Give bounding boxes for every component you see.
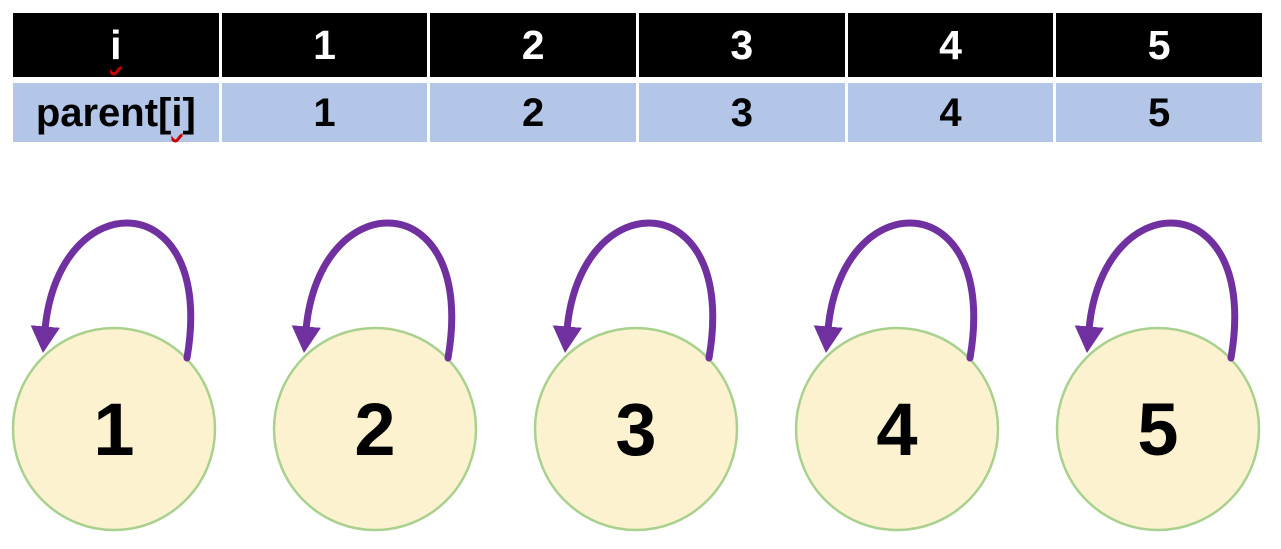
node-4: 4 (794, 219, 1000, 532)
table-parent-3: 3 (639, 83, 845, 142)
node-label: 3 (615, 388, 656, 471)
node-circle (272, 326, 478, 532)
node-label: 4 (876, 388, 917, 471)
table-parent-label: parent[i] (13, 83, 219, 142)
node-label: 5 (1137, 388, 1178, 471)
node-circle (1055, 326, 1261, 532)
table-header-5: 5 (1056, 13, 1262, 77)
node-circle (11, 326, 217, 532)
node-1: 1 (11, 219, 217, 532)
table-header-2: 2 (430, 13, 636, 77)
table-parent-4: 4 (847, 83, 1054, 142)
node-5: 5 (1055, 219, 1261, 532)
node-3: 3 (533, 219, 739, 532)
table-parent-1: 1 (221, 83, 428, 142)
parent-label-pre: parent[ (35, 90, 172, 135)
table-header-3: 3 (639, 13, 845, 77)
node-label: 1 (93, 388, 134, 471)
node-label: 2 (354, 388, 395, 471)
header-i-text: i (110, 21, 122, 68)
table-parent-5: 5 (1056, 83, 1262, 142)
parent-label-i: i (171, 90, 183, 135)
table-header-1: 1 (221, 13, 428, 77)
forest-diagram: 1 2 3 4 5 (4, 212, 1268, 549)
table-header-label-i: i (13, 13, 219, 77)
node-circle (794, 326, 1000, 532)
table-parent-2: 2 (430, 83, 636, 142)
node-circle (533, 326, 739, 532)
self-loop-arrow-icon (813, 219, 978, 362)
parent-array-table: i 1 2 3 4 5 parent[i] 1 2 3 4 5 (13, 13, 1262, 142)
parent-label-post: ] (182, 90, 196, 135)
self-loop-arrow-icon (552, 219, 717, 362)
self-loop-arrow-icon (30, 219, 195, 362)
self-loop-arrow-icon (1074, 219, 1239, 362)
node-2: 2 (272, 219, 478, 532)
self-loop-arrow-icon (291, 219, 456, 362)
table-header-4: 4 (847, 13, 1054, 77)
